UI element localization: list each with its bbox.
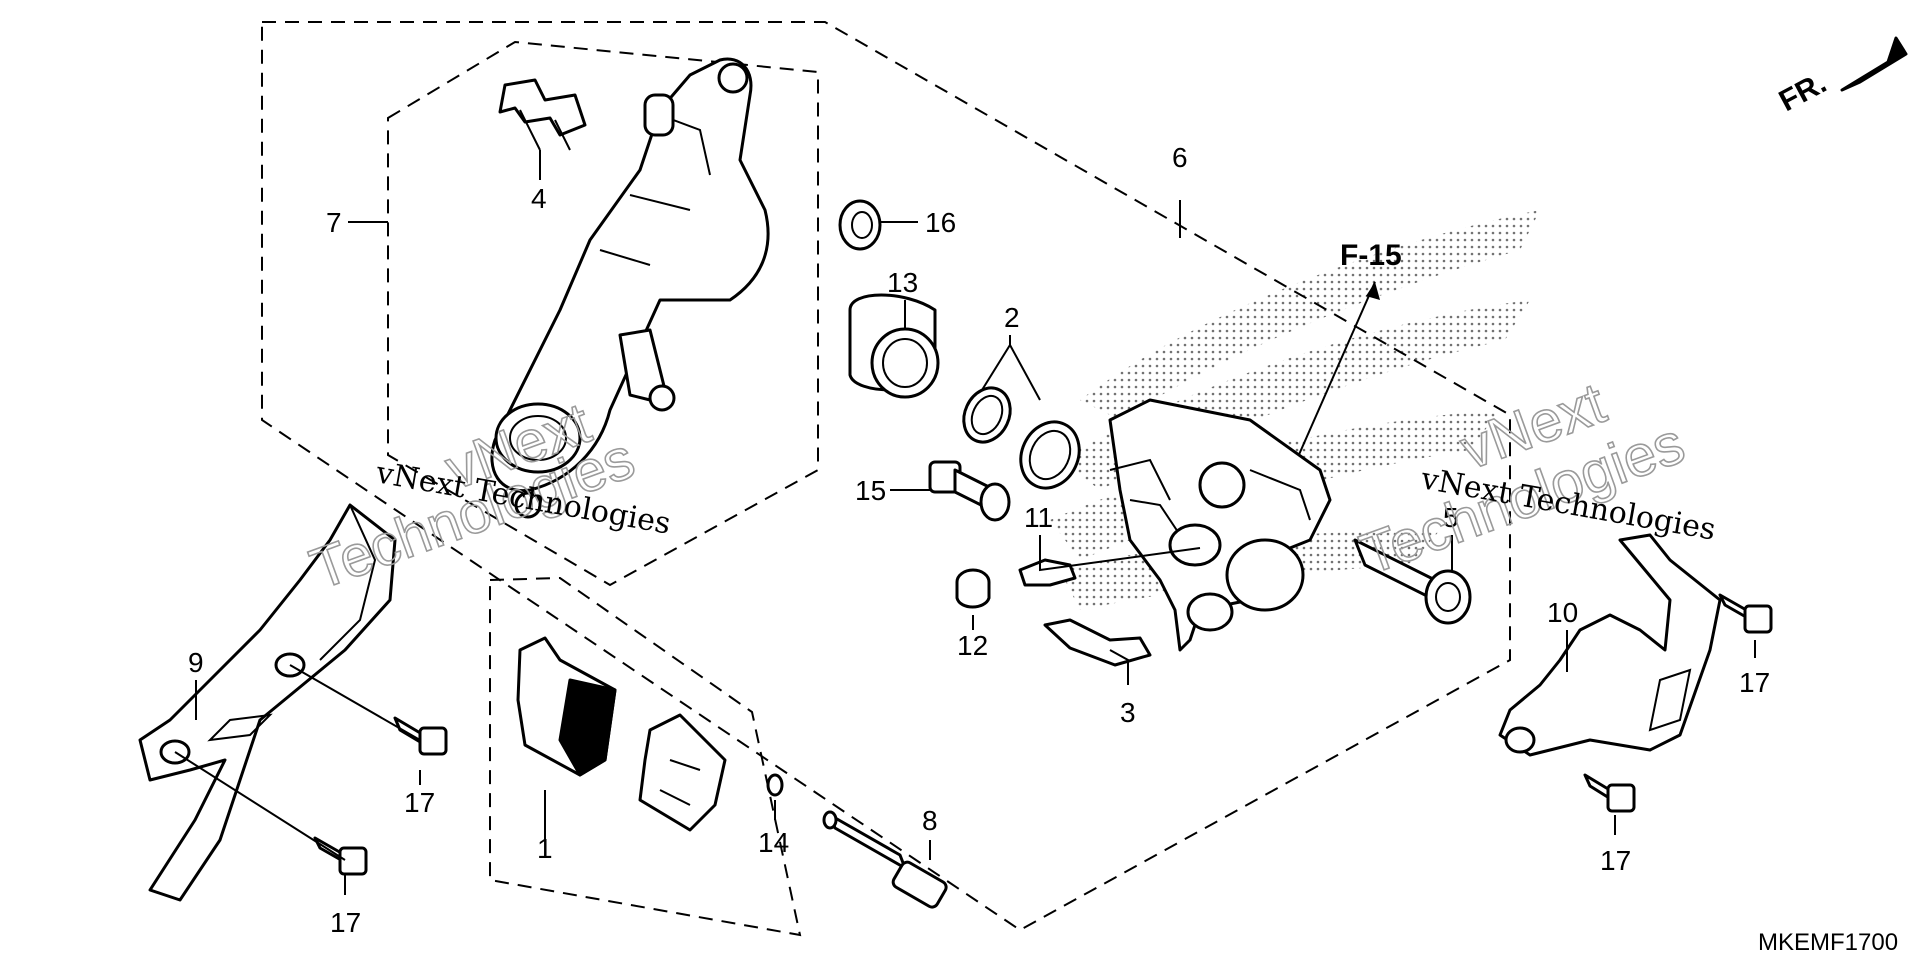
callout-5: 5 [1443,502,1459,533]
callout-8: 8 [922,805,938,836]
callout-3: 3 [1120,697,1136,728]
callout-17-d: 17 [1600,845,1631,876]
part-caliper-bracket [490,57,770,519]
callout-17-b: 17 [330,907,361,938]
part-piston-seals [962,386,1081,490]
outline-caliper-assembly [261,21,1511,932]
assembly-outlines [261,21,1511,937]
part-bolt-a [393,716,448,756]
outline-bracket-group [387,40,819,587]
callout-1: 1 [537,833,553,864]
part-pad-spring [498,78,587,151]
callout-9: 9 [188,647,204,678]
part-washer [766,773,784,797]
reference-label: F-15 [1340,239,1402,272]
callout-16: 16 [925,207,956,238]
callout-17-a: 17 [404,787,435,818]
callout-13: 13 [887,267,918,298]
callout-14: 14 [758,827,789,858]
callout-2: 2 [1004,302,1020,333]
front-arrow-icon [1840,36,1908,92]
part-brake-pads [516,636,727,832]
outline-pad-set [489,576,802,937]
callout-7: 7 [326,207,342,238]
part-bleeder-cap [955,568,991,609]
part-piston [848,293,940,399]
part-slide-pin [928,460,1011,522]
reference-arrowhead-icon [1366,282,1380,300]
part-bleeder-valve [1018,558,1077,587]
part-pin-bolt [1353,538,1472,625]
part-caliper-guard [1498,533,1722,757]
reference-f15: F-15 [1289,239,1402,476]
callout-11: 11 [1024,502,1053,533]
callout-15: 15 [855,475,886,506]
part-bolt-d [1583,773,1636,813]
part-caliper-body [1108,398,1332,652]
callout-10: 10 [1547,597,1578,628]
part-pad-pin [822,810,948,909]
part-bolt-c [1718,593,1773,634]
front-direction-indicator: FR. [1774,36,1908,118]
leader-lines [174,150,1756,895]
callout-labels: 7 4 16 13 2 6 15 11 12 3 5 10 1 14 8 9 1… [188,142,1770,938]
diagram-code: MKEMF1700 [1758,929,1898,956]
callout-6: 6 [1172,142,1188,173]
part-dust-boot [838,199,882,251]
front-direction-label: FR. [1774,66,1832,118]
callout-17-c: 17 [1739,667,1770,698]
part-pad-retainer [1043,618,1152,667]
watermark-left: vNext Technologies vNext Technologies [301,390,673,603]
callout-12: 12 [957,630,988,661]
callout-4: 4 [531,183,547,214]
